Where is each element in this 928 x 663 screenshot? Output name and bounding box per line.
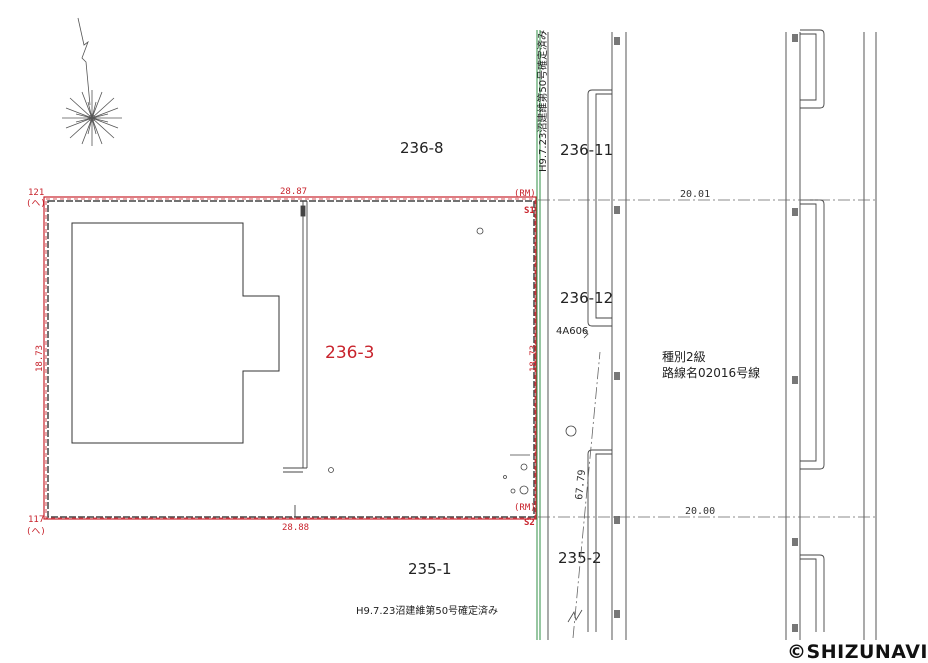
dim-road-top: 20.01 <box>680 189 710 200</box>
road-boundary-green <box>536 30 541 640</box>
lot-label-north: 236-8 <box>400 139 444 157</box>
watermark: ©SHIZUNAVI <box>787 641 928 663</box>
road-class: 種別2級 <box>662 350 706 364</box>
dim-top: 28.87 <box>280 187 307 197</box>
point-s2: S2 <box>524 518 535 528</box>
road-route: 路線名02016号線 <box>662 365 760 380</box>
dim-diagonal: 67.79 <box>574 469 588 500</box>
road-markers <box>614 34 798 632</box>
dim-road-bottom: 20.00 <box>685 506 715 517</box>
boundary-note-vertical: H9.7.23沼建維第50号確定済み <box>536 30 549 172</box>
road-lines <box>547 29 877 640</box>
site-fixtures <box>328 227 577 495</box>
dim-bottom: 28.88 <box>282 523 309 533</box>
lot-boundary <box>43 196 537 520</box>
break-mark-icon <box>567 609 583 623</box>
lot-label-east-mid: 236-12 <box>560 289 613 307</box>
road-marker-label: 4A606 <box>556 326 588 337</box>
dim-left: 18.73 <box>35 345 45 372</box>
boundary-note-bottom: H9.7.23沼建維第50号確定済み <box>356 604 498 617</box>
point-sub-117: (ヘ) <box>26 527 46 537</box>
point-s1: S1 <box>524 206 535 216</box>
point-rm-bottom: (RM) <box>514 503 536 513</box>
lot-label-subject: 236-3 <box>325 343 374 363</box>
point-sub-121: (ヘ) <box>26 199 46 209</box>
interior-wall <box>283 201 308 517</box>
lot-label-east-bottom: 235-2 <box>558 549 602 567</box>
point-rm-top: (RM) <box>514 189 536 199</box>
north-arrow-icon <box>62 17 122 146</box>
lot-label-east-top: 236-11 <box>560 141 613 159</box>
lot-label-south: 235-1 <box>408 560 452 578</box>
dim-right: 18.73 <box>529 345 539 372</box>
marker-arrow-icon <box>583 329 589 339</box>
point-label-117: 117 <box>28 515 44 525</box>
point-label-121: 121 <box>28 188 44 198</box>
building-footprint <box>71 222 280 444</box>
dimension-lines <box>538 199 876 639</box>
